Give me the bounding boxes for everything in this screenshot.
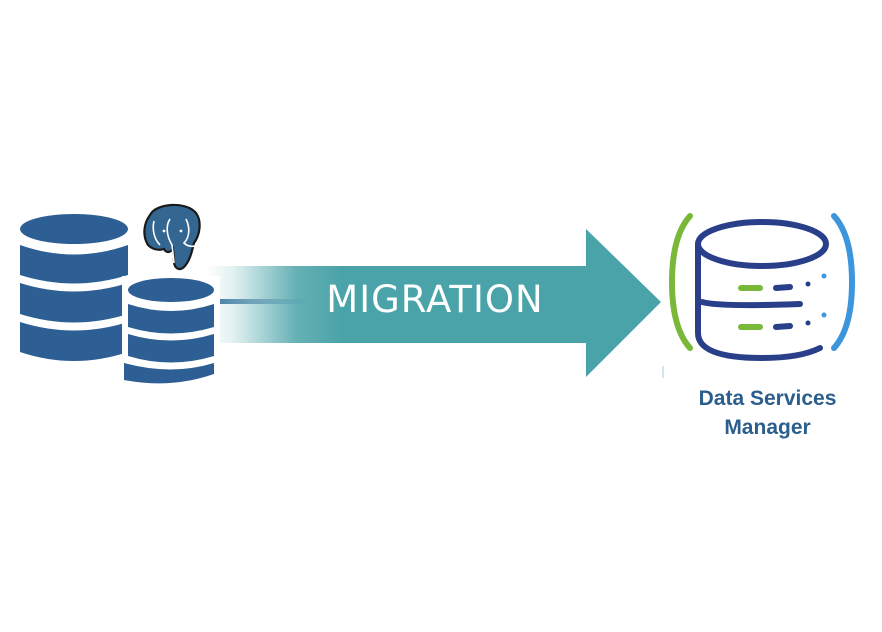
dsm-label-line1: Data Services xyxy=(698,387,837,410)
divider-mark xyxy=(662,366,664,378)
arrow-body xyxy=(205,229,661,377)
migration-label: MIGRATION xyxy=(326,278,544,321)
data-services-manager-label: Data Services Manager xyxy=(660,384,875,442)
migration-arrow xyxy=(205,229,661,377)
large-database-icon xyxy=(20,214,128,361)
green-bracket xyxy=(668,213,693,351)
blue-bracket xyxy=(831,213,856,351)
dsm-label-line2: Manager xyxy=(724,416,811,439)
postgresql-elephant-icon xyxy=(143,203,201,271)
small-database-icon xyxy=(122,276,220,391)
data-services-manager-icon xyxy=(668,213,856,362)
arrow-connector-line xyxy=(214,299,309,304)
